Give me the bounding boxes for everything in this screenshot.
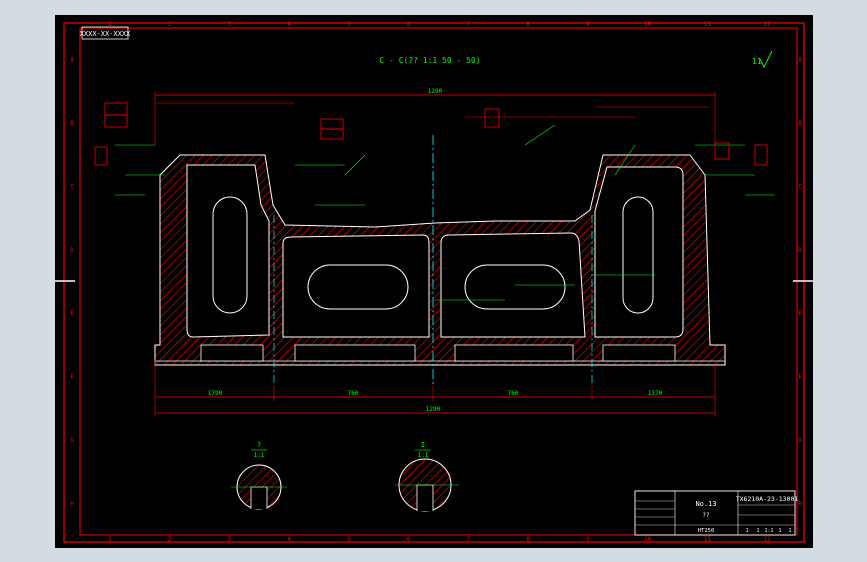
cavity-center-right [440,232,586,338]
scale-cell: 1 [745,528,748,534]
sub-label: ?? [702,512,710,519]
cavity-center-left [282,234,430,338]
bottom-dim-1: 1790 [208,390,223,397]
bottom-dimensions[interactable]: 1790 760 760 1370 1290 [154,360,716,417]
zone-col-top-11: 11 [704,21,712,28]
section-title: C - C(?? 1:1 50 - 50) [379,56,480,65]
detail-1-label: ? [257,441,261,449]
zone-row-right-B: B [798,120,802,127]
zone-col-bottom-4: 4 [287,536,291,543]
zone-col-top-7: 7 [467,21,471,28]
zone-col-bottom-2: 2 [168,536,172,543]
dimension-lines [115,124,775,301]
zone-col-top-6: 6 [407,21,411,28]
zone-col-top-8: 8 [526,21,530,28]
scale-cell: 1 [756,528,759,534]
zone-col-bottom-5: 5 [347,536,351,543]
right-annotations[interactable] [484,108,768,166]
slot-center-right [464,264,566,310]
zone-col-bottom-12: 12 [764,536,772,543]
zone-row-right-A: A [798,57,802,64]
zone-col-bottom-8: 8 [526,536,530,543]
base-recess-4 [602,344,676,362]
zone-col-top-2: 2 [168,21,172,28]
outer-frame [63,22,805,543]
zone-row-left-B: B [70,120,74,127]
overall-width-dimension[interactable]: 1290 [154,88,716,145]
sheet-label: No.13 [695,500,716,508]
zone-col-top-9: 9 [586,21,590,28]
zone-row-left-E: E [70,310,74,317]
tolerance-frame-1 [104,102,128,116]
zone-row-right-E: E [798,310,802,317]
tolerance-frame-2 [104,114,128,128]
title-block[interactable]: TX6210A-23-13001 No.13 ?? HT250 1 1 1:1 1 1 [634,490,799,536]
datum-box-left [94,146,108,166]
zone-col-bottom-11: 11 [704,536,712,543]
zone-row-right-G: G [798,437,802,444]
datum-box-top [484,108,500,128]
bottom-dim-4: 1370 [648,390,663,397]
zone-row-left-A: A [70,57,74,64]
tolerance-frame-3 [320,118,344,130]
cross-section[interactable] [154,154,726,366]
scale-row: 1 1 1:1 1 1 [745,528,791,534]
datum-box-far-right [754,144,768,166]
zone-col-top-1: 1 [108,21,112,28]
slot-center-left [307,264,409,310]
slot-right [622,196,654,314]
roughness-symbol: 11 [752,50,773,69]
detail-view-1[interactable]: ? 1:1 [231,441,287,510]
datum-box-right [714,142,730,160]
top-left-code: XXXX-XX-XXXX [80,30,131,38]
base-recess-3 [454,344,574,362]
scale-cell: 1:1 [764,528,773,534]
scale-cell: 1 [788,528,791,534]
zone-col-bottom-6: 6 [407,536,411,543]
drawing-number: TX6210A-23-13001 [736,495,799,503]
zone-col-top-12: 12 [764,21,772,28]
zone-row-left-G: G [70,437,74,444]
zone-col-top-3: 3 [228,21,232,28]
base-recess-1 [200,344,264,362]
detail-2-scale: 1:1 [418,452,429,459]
zone-col-bottom-7: 7 [467,536,471,543]
code-box [81,26,129,40]
detail-2-label: I [421,441,425,449]
zone-col-top-10: 10 [644,21,652,28]
zone-col-bottom-3: 3 [228,536,232,543]
bottom-dim-2: 760 [348,390,359,397]
zone-row-left-H: H [70,500,74,507]
zone-row-right-C: C [798,183,802,190]
zone-col-bottom-10: 10 [644,536,652,543]
zone-col-top-4: 4 [287,21,291,28]
zone-row-left-D: D [70,247,74,254]
total-length-label: 1290 [426,406,441,413]
zone-col-bottom-9: 9 [586,536,590,543]
scale-cell: 1 [778,528,781,534]
detail-view-2[interactable]: I 1:1 [395,441,459,512]
detail-1-scale: 1:1 [254,452,265,459]
left-annotations[interactable] [94,102,344,166]
overall-width-label: 1290 [428,88,443,95]
material-label: HT250 [698,528,715,534]
tolerance-frame-4 [320,128,344,140]
zone-row-right-D: D [798,247,802,254]
zone-row-right-H: H [798,500,802,507]
cavity-left [186,164,270,338]
roughness-mark: 11 [752,57,762,66]
zone-col-top-5: 5 [347,21,351,28]
zone-col-bottom-1: 1 [108,536,112,543]
cavity-right [594,166,684,338]
slot-left [212,196,248,314]
zone-row-left-C: C [70,183,74,190]
zone-row-left-F: F [70,374,74,381]
bottom-dim-3: 760 [508,390,519,397]
zone-row-right-F: F [798,374,802,381]
base-recess-2 [294,344,416,362]
